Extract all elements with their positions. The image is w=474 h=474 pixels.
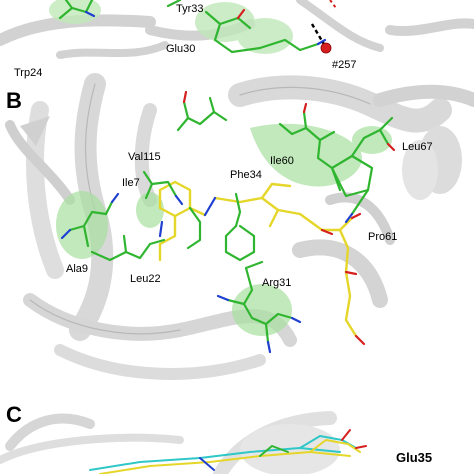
label-tyr33: Tyr33 — [176, 3, 204, 15]
label-ile7: Ile7 — [122, 177, 140, 189]
panel-letter-c: C — [6, 402, 22, 427]
panel-b: B — [5, 73, 474, 380]
panel-c: C Glu35 — [0, 402, 432, 474]
panel-a: Trp24 Tyr33 Glu30 #257 — [0, 0, 474, 79]
panel-a-hetero — [84, 8, 327, 46]
label-glu30: Glu30 — [166, 43, 195, 55]
hetero-atoms — [60, 90, 396, 354]
label-water-257: #257 — [332, 59, 356, 71]
label-trp24: Trp24 — [14, 67, 42, 79]
label-leu67: Leu67 — [402, 141, 433, 153]
panel-c-ribbon — [0, 411, 340, 474]
panel-b-ribbon — [5, 73, 474, 380]
label-ile60: Ile60 — [270, 155, 294, 167]
label-val115: Val115 — [128, 151, 161, 163]
label-ala9: Ala9 — [66, 263, 88, 275]
label-pro61: Pro61 — [368, 231, 397, 243]
label-arg31: Arg31 — [262, 277, 291, 289]
hbond-dashed-line-top — [329, 0, 337, 9]
panel-letter-b: B — [6, 88, 22, 113]
hbond-dashed-line — [310, 23, 327, 47]
label-glu35: Glu35 — [396, 450, 432, 465]
label-leu22: Leu22 — [130, 273, 161, 285]
panel-a-sticks — [58, 0, 320, 54]
label-phe34: Phe34 — [230, 169, 262, 181]
residue-green-sticks — [68, 96, 394, 344]
panel-a-highlights — [49, 0, 293, 54]
panel-c-ligand-overlay — [89, 429, 367, 474]
water-molecule — [320, 42, 332, 54]
